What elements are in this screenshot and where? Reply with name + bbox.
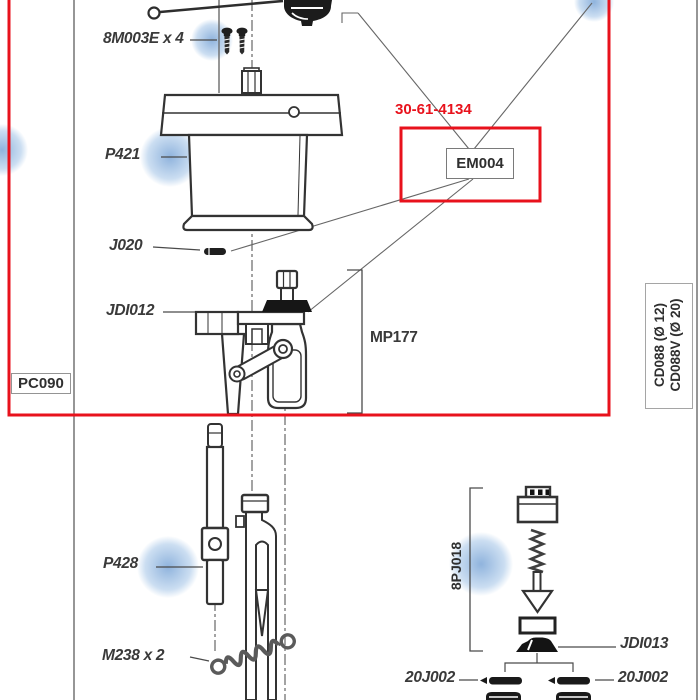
jdi013-bracket xyxy=(504,653,574,672)
leader-lines xyxy=(152,39,616,681)
highlight-dot xyxy=(574,0,614,22)
part-m238-spring xyxy=(210,633,296,675)
label-springs: M238 x 2 xyxy=(102,647,165,664)
part-pj018-block xyxy=(518,616,557,635)
highlight-dot xyxy=(449,532,513,596)
label-cartridge-line1: CD088 (Ø 12) xyxy=(652,302,667,388)
part-pj018-pin xyxy=(520,571,555,614)
label-mechanism: MP177 xyxy=(370,329,418,346)
pj018-bracket xyxy=(469,487,483,652)
label-valve: JDI012 xyxy=(106,302,155,319)
part-jdi013-seal xyxy=(516,637,558,652)
label-screws: 8M003E x 4 xyxy=(103,30,184,47)
label-seal: JDI013 xyxy=(620,635,669,652)
label-kit-code: PC090 xyxy=(11,373,71,394)
part-screws-8m003e xyxy=(221,27,248,55)
label-pump-body: P421 xyxy=(105,146,140,163)
label-rod: P428 xyxy=(103,555,138,572)
label-cartridge: CD088 (Ø 12) CD088V (Ø 20) xyxy=(652,285,684,405)
red-callout-box xyxy=(399,126,542,203)
part-pj018-spring xyxy=(526,528,547,574)
mp177-bracket xyxy=(347,269,363,414)
part-20j002-joints xyxy=(480,677,590,685)
red-annotations xyxy=(7,0,611,417)
part-bottom-caps xyxy=(486,692,591,700)
label-pusher-kit: 8PJ018 xyxy=(448,541,464,591)
label-cartridge-line2: CD088V (Ø 20) xyxy=(668,298,683,392)
part-lever-rod xyxy=(147,0,284,20)
part-jdi012-assembly xyxy=(194,269,312,416)
label-joint-right: 20J002 xyxy=(618,669,668,686)
part-p428-rod xyxy=(200,423,230,606)
part-fork-rod xyxy=(235,493,277,700)
label-pin: J020 xyxy=(109,237,143,254)
part-pj018-cap xyxy=(516,485,559,524)
label-order-ref: 30-61-4134 xyxy=(395,101,472,118)
part-top-seal xyxy=(284,0,332,26)
frame-lines xyxy=(73,0,698,700)
part-p421-body xyxy=(159,67,344,232)
label-module: EM004 xyxy=(456,155,504,172)
label-joint-left: 20J002 xyxy=(405,669,455,686)
part-j020-pin xyxy=(204,248,226,255)
cartridge-code-box xyxy=(645,283,693,409)
label-module-box: EM004 xyxy=(446,148,514,179)
red-main-box xyxy=(7,0,611,417)
